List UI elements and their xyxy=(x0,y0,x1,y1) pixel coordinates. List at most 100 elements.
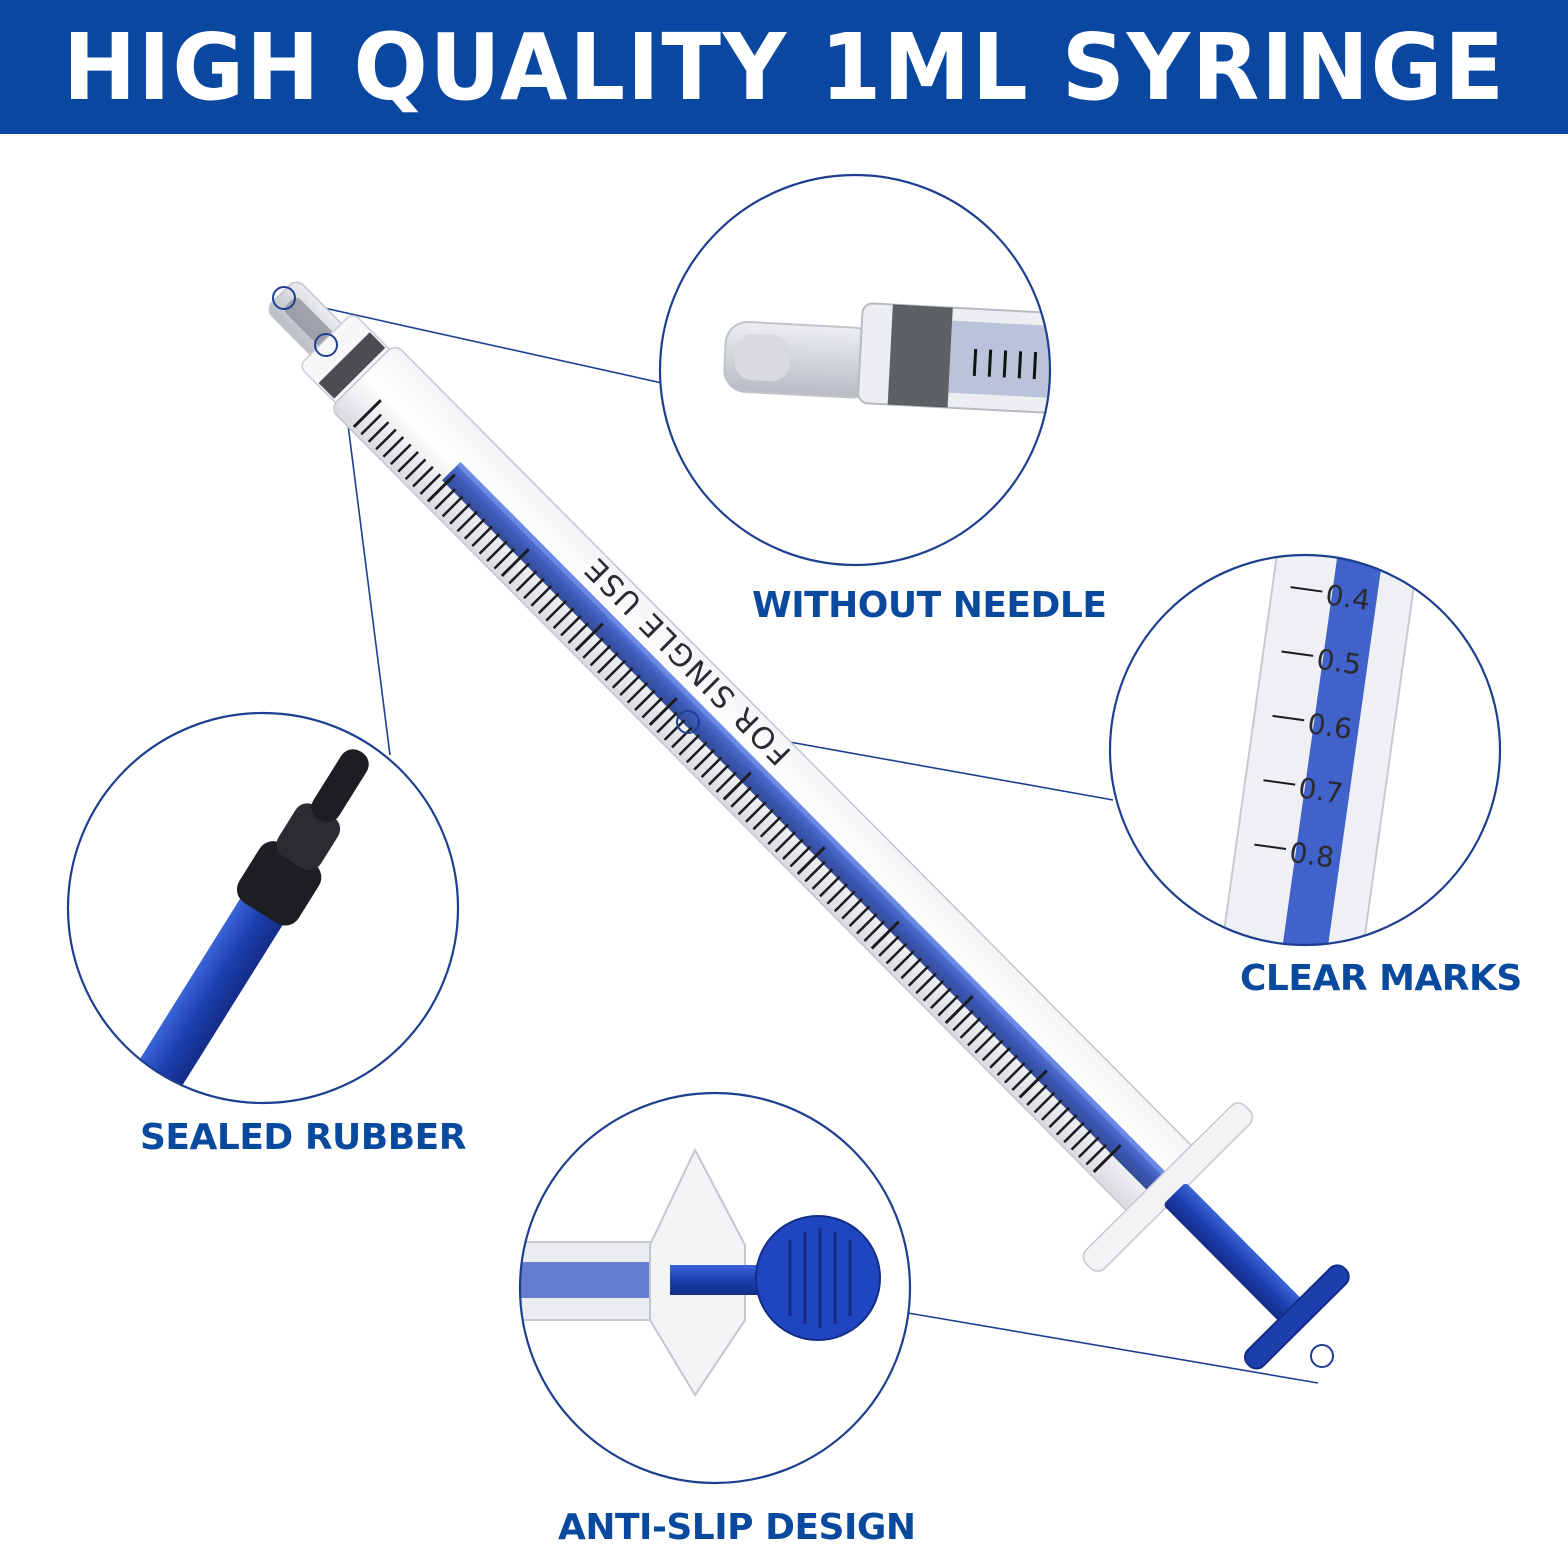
graduation-tick xyxy=(878,935,900,957)
graduation-tick xyxy=(582,637,604,659)
graduation-tick xyxy=(486,540,508,562)
graduation-tick xyxy=(915,972,937,995)
graduation-ticks xyxy=(352,399,1122,1174)
callout-circle-needle xyxy=(658,173,1052,567)
graduation-tick xyxy=(463,518,486,540)
graduation-tick xyxy=(1070,1129,1093,1151)
graduation-tick xyxy=(796,846,826,876)
graduation-tick xyxy=(589,644,612,667)
graduation-tick xyxy=(752,808,775,831)
graduation-tick xyxy=(1026,1084,1048,1106)
callout-clear-marks: 0.4 0.5 0.6 0.7 0.8 xyxy=(1108,553,1502,947)
graduation-tick xyxy=(900,957,923,980)
marker-needle xyxy=(272,286,296,310)
graduation-tick xyxy=(907,965,930,987)
callout-circle-rubber xyxy=(66,711,460,1105)
graduation-tick xyxy=(811,868,834,890)
graduation-tick xyxy=(893,950,915,972)
graduation-tick xyxy=(833,890,856,913)
graduation-tick xyxy=(745,801,767,823)
graduation-tick xyxy=(856,912,878,935)
scale-label: 0.4 xyxy=(1324,578,1373,617)
graduation-tick xyxy=(626,681,649,704)
graduation-tick xyxy=(1092,1144,1122,1174)
graduation-tick xyxy=(515,570,538,592)
graduation-tick xyxy=(685,741,708,764)
graduation-tick xyxy=(471,525,493,548)
graduation-tick xyxy=(663,719,686,741)
graduation-tick xyxy=(885,942,908,965)
scale-label: 0.8 xyxy=(1287,836,1336,875)
graduation-tick xyxy=(545,600,567,622)
graduation-tick xyxy=(478,532,501,555)
graduation-tick xyxy=(648,697,678,727)
graduation-tick xyxy=(700,756,723,778)
graduation-tick xyxy=(1011,1069,1034,1091)
scale-label: 0.5 xyxy=(1315,643,1364,682)
graduation-tick xyxy=(774,830,797,853)
graduation-tick xyxy=(819,875,841,898)
label-anti-slip: ANTI-SLIP DESIGN xyxy=(558,1507,916,1548)
label-clear-marks: CLEAR MARKS xyxy=(1240,958,1522,999)
graduation-tick xyxy=(456,510,479,533)
callout-sealed-rubber xyxy=(66,711,460,1105)
graduation-tick xyxy=(730,786,752,808)
graduation-tick xyxy=(656,711,678,734)
graduation-tick xyxy=(959,1017,982,1039)
graduation-tick xyxy=(930,987,952,1009)
graduation-tick xyxy=(804,860,826,883)
graduation-tick xyxy=(1018,1069,1048,1099)
graduation-tick xyxy=(530,585,553,607)
graduation-tick xyxy=(352,399,382,428)
graduation-tick xyxy=(715,771,738,793)
graduation-tick xyxy=(974,1032,997,1054)
graduation-tick xyxy=(493,547,516,570)
graduation-tick xyxy=(989,1047,1011,1069)
graduation-tick xyxy=(826,883,849,905)
graduation-tick xyxy=(1048,1106,1071,1129)
graduation-tick xyxy=(922,980,945,1002)
scale-ticks xyxy=(1254,586,1323,851)
plunger-head xyxy=(1243,1264,1350,1370)
graduation-tick xyxy=(870,920,900,950)
graduation-tick xyxy=(841,898,863,920)
graduation-tick xyxy=(996,1054,1019,1077)
marker-marks xyxy=(676,710,700,734)
graduation-tick xyxy=(693,749,715,771)
graduation-tick xyxy=(1004,1061,1026,1084)
graduation-tick xyxy=(1041,1099,1063,1121)
graduation-tick xyxy=(708,763,730,786)
scale-label: 0.6 xyxy=(1305,707,1354,746)
callout-circle-slip xyxy=(518,1091,912,1485)
graduation-tick xyxy=(500,548,530,578)
graduation-tick xyxy=(634,689,656,711)
graduation-tick xyxy=(574,622,604,652)
graduation-tick xyxy=(737,793,760,816)
graduation-tick xyxy=(367,421,390,443)
graduation-tick xyxy=(782,838,804,860)
graduation-tick xyxy=(611,667,634,689)
graduation-tick xyxy=(389,443,412,466)
graduation-tick xyxy=(1063,1121,1085,1144)
page-title: HIGH QUALITY 1ML SYRINGE xyxy=(62,13,1506,121)
graduation-tick xyxy=(641,696,664,719)
graduation-tick xyxy=(981,1039,1004,1062)
graduation-tick xyxy=(412,465,434,488)
graduation-tick xyxy=(767,823,789,846)
plunger-rod-inside xyxy=(442,461,1166,1190)
marker-rubber xyxy=(314,333,338,357)
header-banner: HIGH QUALITY 1ML SYRINGE xyxy=(0,0,1568,134)
graduation-tick xyxy=(1085,1143,1108,1166)
callout-without-needle xyxy=(658,173,1052,567)
label-sealed-rubber: SEALED RUBBER xyxy=(140,1117,466,1158)
connector-line-slip xyxy=(907,1312,1319,1384)
graduation-tick xyxy=(967,1024,989,1047)
graduation-tick xyxy=(619,674,641,697)
graduation-tick xyxy=(678,734,701,756)
graduation-tick xyxy=(1033,1091,1056,1114)
graduation-tick xyxy=(848,905,871,928)
graduation-tick xyxy=(597,652,619,674)
graduation-tick xyxy=(419,473,442,495)
graduation-tick xyxy=(1055,1114,1078,1136)
